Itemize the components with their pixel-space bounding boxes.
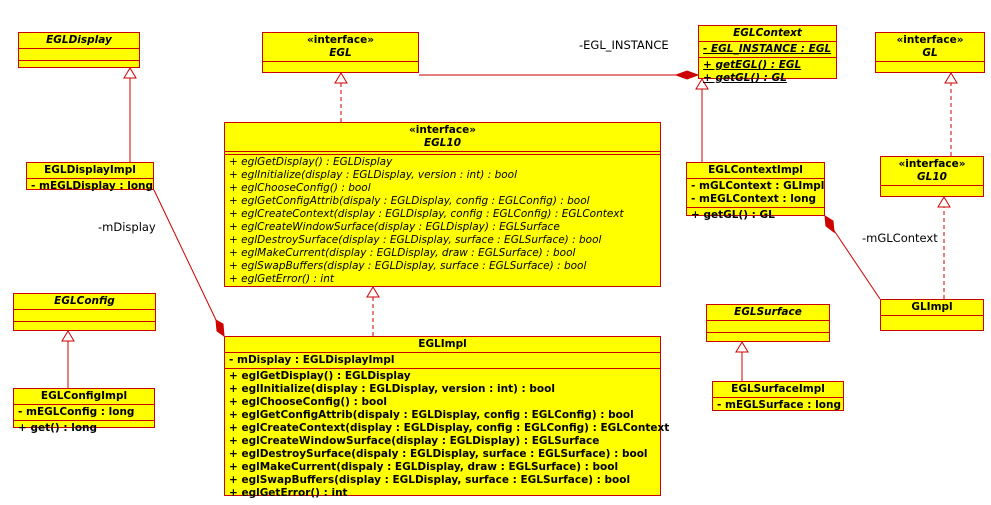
operation-row: + eglInitialize(display : EGLDisplay, ve… bbox=[229, 169, 517, 181]
filled-diamond bbox=[674, 70, 700, 80]
open-triangle-arrowhead bbox=[123, 67, 137, 79]
operation-row: + eglGetError() : int bbox=[229, 273, 334, 285]
operation-row: + eglMakeCurrent(display : EGLDisplay, d… bbox=[229, 247, 576, 259]
operation-row: + eglSwapBuffers(display : EGLDisplay, s… bbox=[229, 260, 587, 272]
stereotype: «interface» bbox=[307, 34, 374, 46]
operations-section bbox=[14, 321, 155, 333]
class-gl-impl[interactable]: GLImpl bbox=[880, 299, 984, 331]
filled-diamond bbox=[824, 215, 835, 234]
operation-row: + eglGetConfigAttrib(dispaly : EGLDispla… bbox=[229, 409, 634, 421]
operation-row: + eglGetDisplay() : EGLDisplay bbox=[229, 370, 411, 382]
open-triangle-arrowhead bbox=[937, 196, 951, 208]
attributes-section bbox=[707, 320, 829, 332]
attributes-section bbox=[263, 61, 418, 73]
operation-row: + eglSwapBuffers(display : EGLDisplay, s… bbox=[229, 474, 631, 486]
class-egl-surface-impl[interactable]: EGLSurfaceImpl - mEGLSurface : long bbox=[712, 381, 844, 411]
open-triangle-arrowhead bbox=[334, 72, 348, 84]
attribute-m-egl-display: - mEGLDisplay : long bbox=[31, 180, 154, 192]
attribute-m-egl-surface: - mEGLSurface : long bbox=[717, 399, 841, 411]
operation-row: + eglChooseConfig() : bool bbox=[229, 396, 388, 408]
class-name: EGLImpl bbox=[418, 338, 467, 350]
class-name: EGL10 bbox=[423, 137, 462, 149]
operation-row: + eglInitialize(display : EGLDisplay, ve… bbox=[229, 383, 555, 395]
operation-get-gl: + getGL() : GL bbox=[703, 72, 787, 84]
operation-row: + eglCreateWindowSurface(display : EGLDi… bbox=[229, 435, 600, 447]
interface-gl[interactable]: «interface» GL bbox=[875, 32, 985, 73]
operations-section bbox=[707, 332, 829, 344]
class-name: GL bbox=[922, 47, 938, 59]
attribute-m-gl-context: - mGLContext : GLImpl bbox=[691, 180, 825, 192]
open-triangle-arrowhead bbox=[695, 78, 709, 90]
operation-row: + eglCreateContext(display : EGLDisplay,… bbox=[229, 422, 670, 434]
class-egl-context[interactable]: EGLContext - EGL_INSTANCE : EGL + getEGL… bbox=[698, 25, 837, 84]
attribute-m-egl-context: - mEGLContext : long bbox=[691, 193, 817, 205]
class-name: GLImpl bbox=[911, 301, 953, 313]
operation-row: + eglMakeCurrent(dispaly : EGLDisplay, d… bbox=[229, 461, 619, 473]
class-egl-display[interactable]: EGLDisplay bbox=[18, 32, 140, 68]
filled-diamond bbox=[215, 319, 225, 338]
class-name: EGLSurface bbox=[734, 306, 802, 318]
operation-get-egl: + getEGL() : EGL bbox=[703, 59, 802, 71]
stereotype: «interface» bbox=[409, 124, 476, 136]
attributes-section bbox=[14, 309, 155, 321]
attribute-m-display: - mDisplay : EGLDisplayImpl bbox=[229, 354, 395, 366]
stereotype: «interface» bbox=[898, 158, 966, 170]
label-m-display: -mDisplay bbox=[98, 220, 156, 234]
operation-row: + eglGetError() : int bbox=[229, 487, 348, 499]
class-egl-impl[interactable]: EGLImpl - mDisplay : EGLDisplayImpl + eg… bbox=[224, 336, 669, 499]
composition-mglcontext bbox=[830, 225, 881, 300]
class-name: EGLDisplay bbox=[46, 34, 112, 46]
interface-egl[interactable]: «interface» EGL bbox=[262, 32, 419, 73]
open-triangle-arrowhead bbox=[61, 330, 75, 342]
class-name: GL10 bbox=[917, 171, 947, 183]
operations-section bbox=[19, 60, 139, 72]
open-triangle-arrowhead bbox=[735, 341, 749, 353]
class-egl-surface[interactable]: EGLSurface bbox=[706, 304, 830, 342]
class-name: EGLConfigImpl bbox=[40, 390, 128, 402]
class-egl-context-impl[interactable]: EGLContextImpl - mGLContext : GLImpl - m… bbox=[686, 162, 825, 221]
operation-get: + get() : long bbox=[18, 422, 98, 434]
class-name: EGLContext bbox=[733, 27, 802, 39]
attributes-section bbox=[19, 48, 139, 60]
class-egl-display-impl[interactable]: EGLDisplayImpl - mEGLDisplay : long bbox=[26, 162, 154, 192]
interface-gl10[interactable]: «interface» GL10 bbox=[880, 156, 984, 197]
class-name: EGLSurfaceImpl bbox=[731, 383, 825, 395]
class-name: EGLContextImpl bbox=[708, 164, 803, 176]
operation-row: + eglCreateWindowSurface(display : EGLDi… bbox=[229, 221, 560, 233]
stereotype: «interface» bbox=[896, 34, 964, 46]
operation-row: + eglDestroySurface(display : EGLDisplay… bbox=[229, 234, 602, 246]
operation-row: + eglGetDisplay() : EGLDisplay bbox=[229, 156, 393, 168]
class-name: EGLConfig bbox=[54, 295, 115, 307]
operations-section: + eglGetDisplay() : EGLDisplay+ eglIniti… bbox=[225, 368, 670, 501]
label-egl-instance: -EGL_INSTANCE bbox=[579, 38, 669, 52]
open-triangle-arrowhead bbox=[366, 286, 380, 298]
label-m-gl-context: -mGLContext bbox=[862, 231, 938, 245]
attributes-section bbox=[881, 185, 983, 197]
class-egl-config-impl[interactable]: EGLConfigImpl - mEGLConfig : long + get(… bbox=[13, 388, 155, 434]
class-name: EGL bbox=[329, 47, 352, 59]
attributes-section bbox=[225, 151, 660, 154]
operation-get-gl: + getGL() : GL bbox=[691, 209, 775, 221]
operation-row: + eglDestroySurface(dispaly : EGLDisplay… bbox=[229, 448, 648, 460]
attributes-section bbox=[881, 315, 983, 327]
attribute-egl-instance: - EGL_INSTANCE : EGL bbox=[703, 43, 832, 55]
operations-section: + eglGetDisplay() : EGLDisplay+ eglIniti… bbox=[225, 154, 660, 287]
operation-row: + eglChooseConfig() : bool bbox=[229, 182, 371, 194]
class-name: EGLDisplayImpl bbox=[44, 164, 136, 176]
interface-egl10[interactable]: «interface» EGL10 + eglGetDisplay() : EG… bbox=[224, 122, 661, 287]
attribute-m-egl-config: - mEGLConfig : long bbox=[18, 406, 135, 418]
attributes-section bbox=[876, 61, 984, 73]
operation-row: + eglCreateContext(display : EGLDisplay,… bbox=[229, 208, 624, 220]
open-triangle-arrowhead bbox=[944, 72, 958, 84]
operation-row: + eglGetConfigAttrib(dispaly : EGLDispla… bbox=[229, 195, 590, 207]
composition-mdisplay bbox=[153, 189, 217, 321]
class-egl-config[interactable]: EGLConfig bbox=[13, 293, 156, 331]
